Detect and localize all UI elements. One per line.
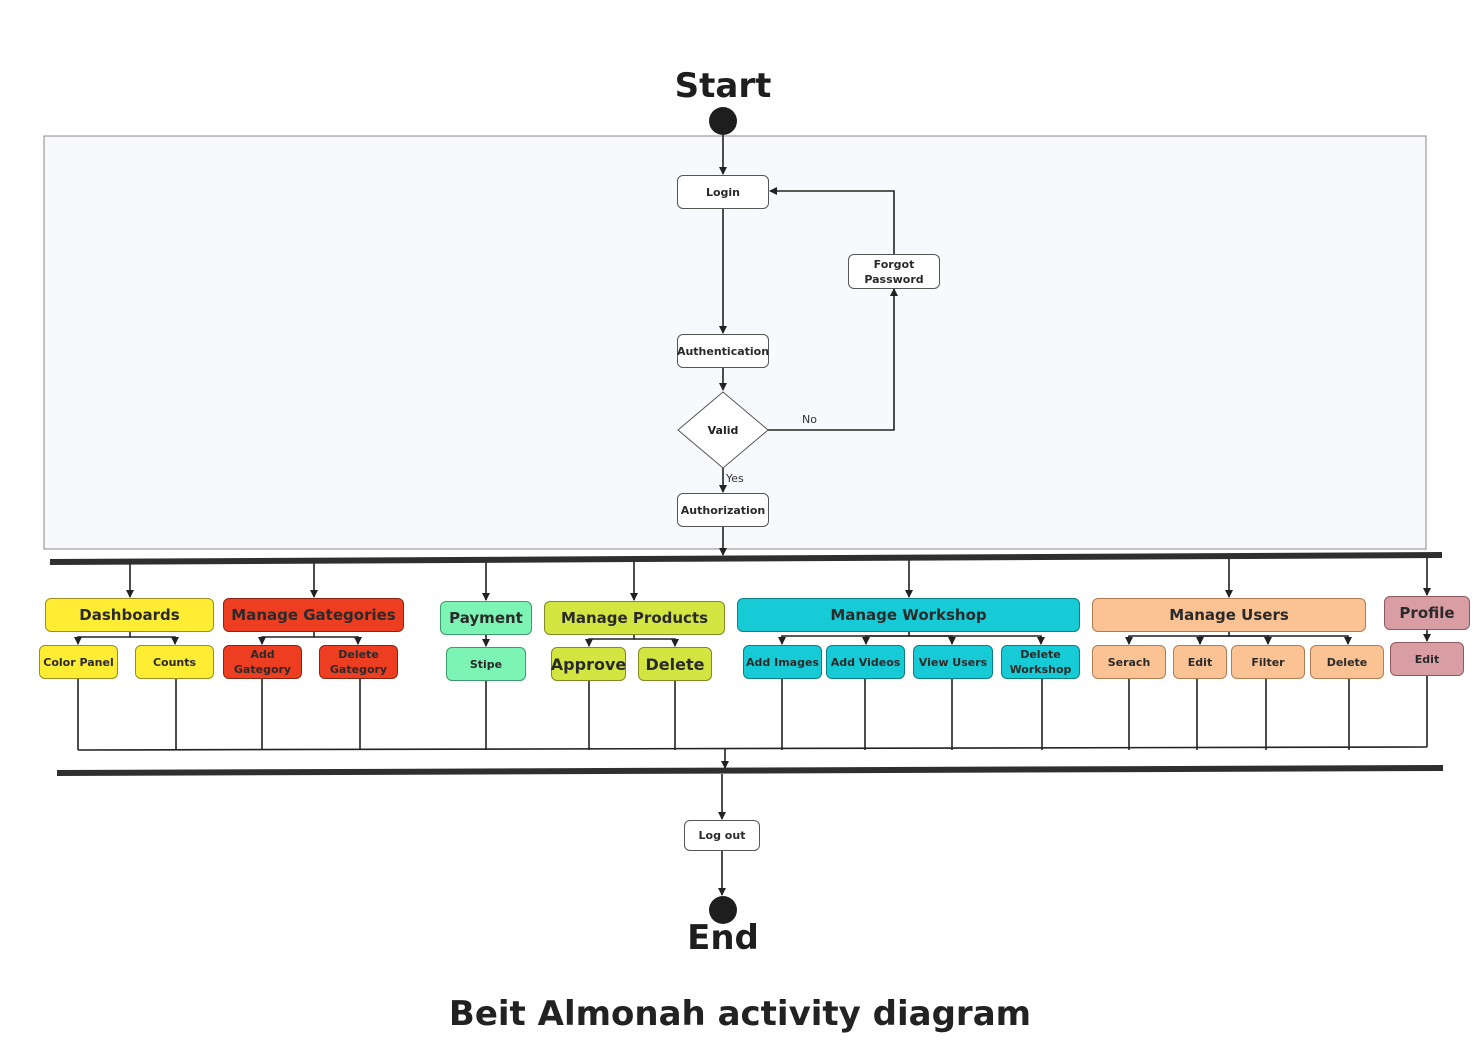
fork-bar	[49, 552, 1443, 565]
valid-label: Valid	[707, 423, 739, 437]
manage-categories-header: Manage Gategories	[223, 598, 404, 632]
diagram-title: Beit Almonah activity diagram	[448, 994, 1032, 1034]
start-node	[709, 107, 737, 135]
manage-products-header: Manage Products	[544, 601, 725, 635]
search-node: Serach	[1092, 645, 1166, 679]
end-label: End	[687, 918, 759, 958]
delete-user-node: Delete	[1310, 645, 1384, 679]
edit-user-node: Edit	[1173, 645, 1227, 679]
edit-profile-node: Edit	[1390, 642, 1464, 676]
filter-node: Filter	[1231, 645, 1305, 679]
authentication-node: Authentication	[677, 334, 769, 368]
delete-workshop-node: Delete Workshop	[1001, 645, 1080, 679]
authorization-node: Authorization	[677, 493, 769, 527]
yes-label: Yes	[726, 472, 744, 485]
counts-node: Counts	[135, 645, 214, 679]
color-panel-node: Color Panel	[39, 645, 118, 679]
login-node: Login	[677, 175, 769, 209]
view-users-node: View Users	[913, 645, 993, 679]
dashboards-header: Dashboards	[45, 598, 214, 632]
payment-header: Payment	[440, 601, 532, 635]
join-bar	[56, 765, 1444, 776]
add-images-node: Add Images	[743, 645, 822, 679]
add-category-node: Add Gategory	[223, 645, 302, 679]
add-videos-node: Add Videos	[826, 645, 905, 679]
valid-decision-diamond	[677, 391, 769, 469]
stipe-node: Stipe	[446, 647, 526, 681]
manage-users-header: Manage Users	[1092, 598, 1366, 632]
delete-product-node: Delete	[638, 647, 712, 681]
end-node	[709, 896, 737, 924]
forgot-password-node: Forgot Password	[848, 254, 940, 289]
no-label: No	[802, 413, 817, 426]
profile-header: Profile	[1384, 596, 1470, 630]
approve-node: Approve	[551, 647, 626, 681]
delete-category-node: Delete Gategory	[319, 645, 398, 679]
start-label: Start	[674, 66, 772, 106]
logout-node: Log out	[684, 820, 760, 851]
manage-workshop-header: Manage Workshop	[737, 598, 1080, 632]
